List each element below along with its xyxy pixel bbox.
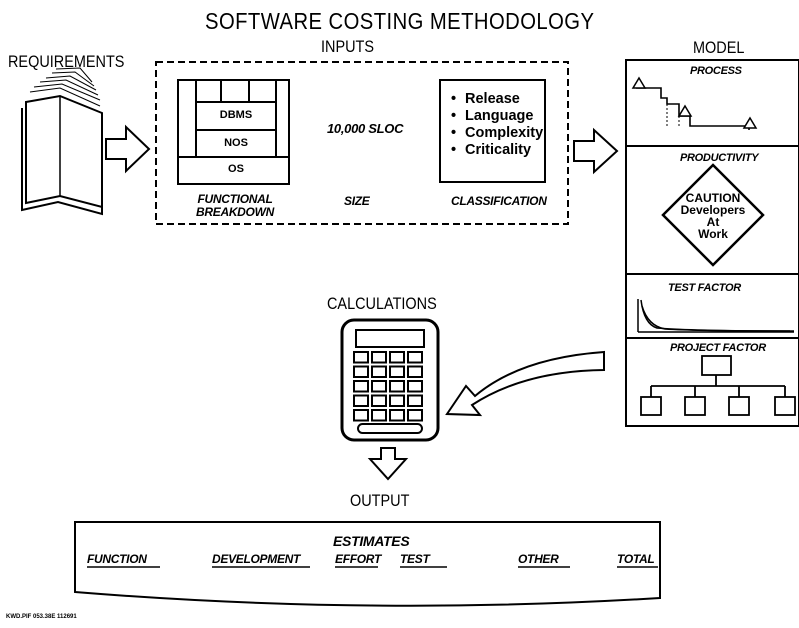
caution-sign-text: CAUTION Developers At Work xyxy=(680,191,746,241)
caution-diamond xyxy=(661,163,765,267)
classification-box xyxy=(439,79,546,183)
stack-layer-os: OS xyxy=(228,163,244,175)
inputs-heading: INPUTS xyxy=(321,37,374,56)
calculations-label: CALCULATIONS xyxy=(327,294,437,313)
calculator-key xyxy=(407,365,423,378)
classification-item: •Complexity xyxy=(451,125,544,141)
productivity-label: PRODUCTIVITY xyxy=(680,152,759,164)
calculator-key xyxy=(371,409,387,422)
process-label: PROCESS xyxy=(690,65,742,77)
estimates-column-test: TEST xyxy=(400,552,430,566)
calculator-key xyxy=(353,380,369,393)
model-heading: MODEL xyxy=(693,38,745,57)
requirements-book-icon xyxy=(21,67,103,216)
calculator-key xyxy=(389,380,405,393)
classification-label: CLASSIFICATION xyxy=(451,194,547,208)
calculator-key xyxy=(353,409,369,422)
size-label: SIZE xyxy=(344,194,370,208)
estimates-column-total: TOTAL xyxy=(617,552,655,566)
model-panels xyxy=(625,59,799,427)
inputs-dashed-frame xyxy=(155,61,569,225)
calculator-key xyxy=(407,380,423,393)
estimates-title: ESTIMATES xyxy=(333,533,410,549)
classification-list: •Release •Language •Complexity •Critical… xyxy=(451,91,543,159)
arrow-calculations-to-output xyxy=(367,447,409,481)
size-value: 10,000 SLOC xyxy=(327,121,404,136)
functional-breakdown-stack xyxy=(177,79,290,185)
process-step-graph xyxy=(631,76,758,130)
arrow-model-to-calculations xyxy=(445,350,605,417)
project-factor-tree xyxy=(640,355,796,416)
estimates-column-function: FUNCTION xyxy=(87,552,147,566)
functional-breakdown-label-line2: BREAKDOWN xyxy=(196,205,274,219)
estimates-column-effort: EFFORT xyxy=(335,552,381,566)
calculator-icon xyxy=(340,318,440,442)
diagram-title: SOFTWARE COSTING METHODOLOGY xyxy=(205,8,595,34)
calculator-key xyxy=(353,365,369,378)
test-factor-label: TEST FACTOR xyxy=(668,282,741,294)
calculator-key xyxy=(353,394,369,407)
requirements-label: REQUIREMENTS xyxy=(8,52,125,71)
calculator-key xyxy=(371,365,387,378)
functional-breakdown-label-line1: FUNCTIONAL xyxy=(197,192,273,206)
calculator-key xyxy=(389,409,405,422)
calculator-key xyxy=(371,380,387,393)
calculator-key xyxy=(407,394,423,407)
estimates-column-other: OTHER xyxy=(518,552,559,566)
arrow-requirements-to-inputs xyxy=(105,124,151,174)
calculator-key xyxy=(389,394,405,407)
classification-item: •Release xyxy=(451,91,520,107)
project-factor-label: PROJECT FACTOR xyxy=(670,342,766,354)
footer-code: KWD.PIF 053.38E 112691 xyxy=(6,614,77,620)
estimates-column-development: DEVELOPMENT xyxy=(212,552,301,566)
calculator-key xyxy=(389,351,405,364)
calculator-key xyxy=(407,351,423,364)
calculator-key xyxy=(353,351,369,364)
estimates-sheet xyxy=(74,521,661,607)
test-factor-curve xyxy=(637,299,795,333)
calculator-key xyxy=(389,365,405,378)
classification-item: •Language xyxy=(451,108,534,124)
calculator-key xyxy=(407,409,423,422)
calculator-key xyxy=(371,351,387,364)
calculator-key xyxy=(371,394,387,407)
stack-layer-nos: NOS xyxy=(224,137,248,149)
output-label: OUTPUT xyxy=(350,491,410,510)
arrow-inputs-to-model xyxy=(573,127,619,175)
stack-layer-dbms: DBMS xyxy=(219,109,253,121)
classification-item: •Criticality xyxy=(451,142,532,158)
